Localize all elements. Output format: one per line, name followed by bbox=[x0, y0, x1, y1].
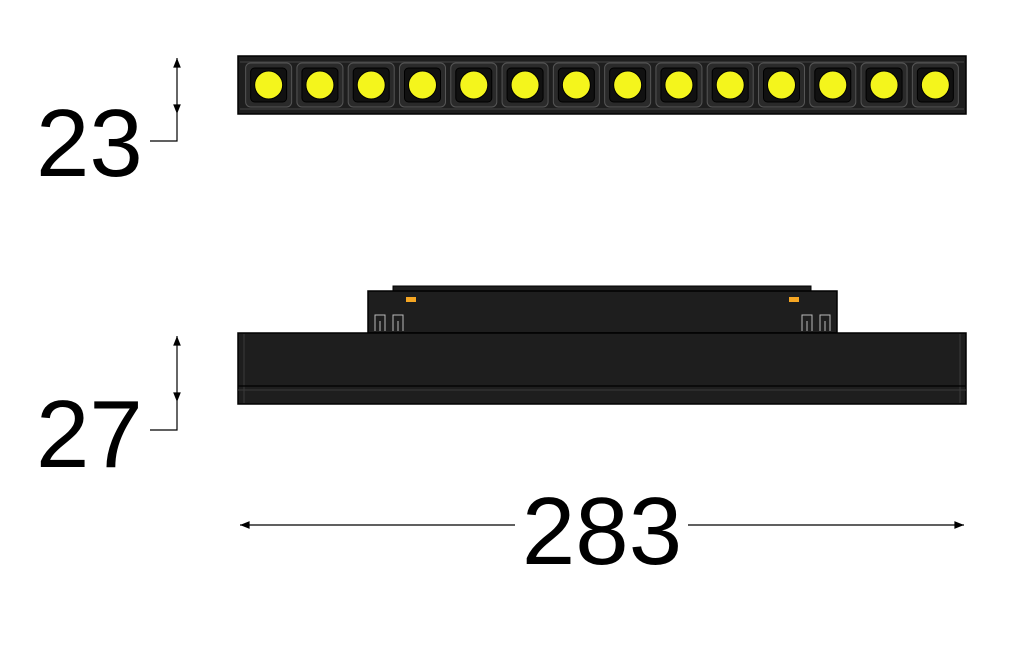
led-chip bbox=[664, 70, 694, 100]
led-chip bbox=[767, 70, 796, 100]
led-module bbox=[450, 62, 498, 108]
led-chip bbox=[305, 70, 335, 100]
led-module bbox=[860, 62, 908, 108]
led-chip bbox=[613, 70, 643, 100]
top-view bbox=[237, 55, 967, 115]
indicator-left bbox=[406, 297, 416, 302]
led-module bbox=[809, 62, 857, 108]
side-height-dimension: 27 bbox=[36, 336, 181, 488]
top-view-housing bbox=[237, 55, 967, 115]
length-label: 283 bbox=[522, 478, 682, 585]
led-chip bbox=[818, 70, 848, 100]
led-module bbox=[758, 62, 805, 108]
led-module bbox=[296, 62, 344, 108]
led-chip bbox=[356, 70, 386, 100]
led-chip bbox=[459, 70, 489, 100]
contact-pins-right bbox=[801, 314, 831, 331]
led-row bbox=[245, 62, 959, 108]
led-module bbox=[347, 62, 395, 108]
side-view-body bbox=[237, 332, 967, 405]
led-chip bbox=[869, 70, 899, 100]
top-height-dimension: 23 bbox=[36, 58, 181, 197]
led-module bbox=[501, 62, 549, 108]
length-dimension: 283 bbox=[240, 478, 965, 585]
contact-pins-left bbox=[374, 314, 404, 331]
led-module bbox=[399, 62, 446, 108]
top-height-leader bbox=[150, 114, 178, 142]
led-chip bbox=[561, 70, 591, 100]
led-chip bbox=[408, 70, 437, 100]
side-height-label: 27 bbox=[36, 381, 143, 488]
led-chip bbox=[254, 70, 284, 100]
led-module bbox=[245, 62, 293, 108]
connector-block bbox=[367, 290, 838, 334]
led-chip bbox=[510, 70, 540, 100]
led-module bbox=[655, 62, 703, 108]
led-chip bbox=[715, 70, 745, 100]
led-chip bbox=[920, 70, 950, 100]
led-module bbox=[552, 62, 600, 108]
side-view bbox=[237, 285, 967, 405]
top-height-label: 23 bbox=[36, 90, 143, 197]
led-module bbox=[604, 62, 652, 108]
side-height-leader bbox=[150, 402, 178, 431]
led-module bbox=[706, 62, 754, 108]
led-module bbox=[911, 62, 959, 108]
indicator-right bbox=[789, 297, 799, 302]
